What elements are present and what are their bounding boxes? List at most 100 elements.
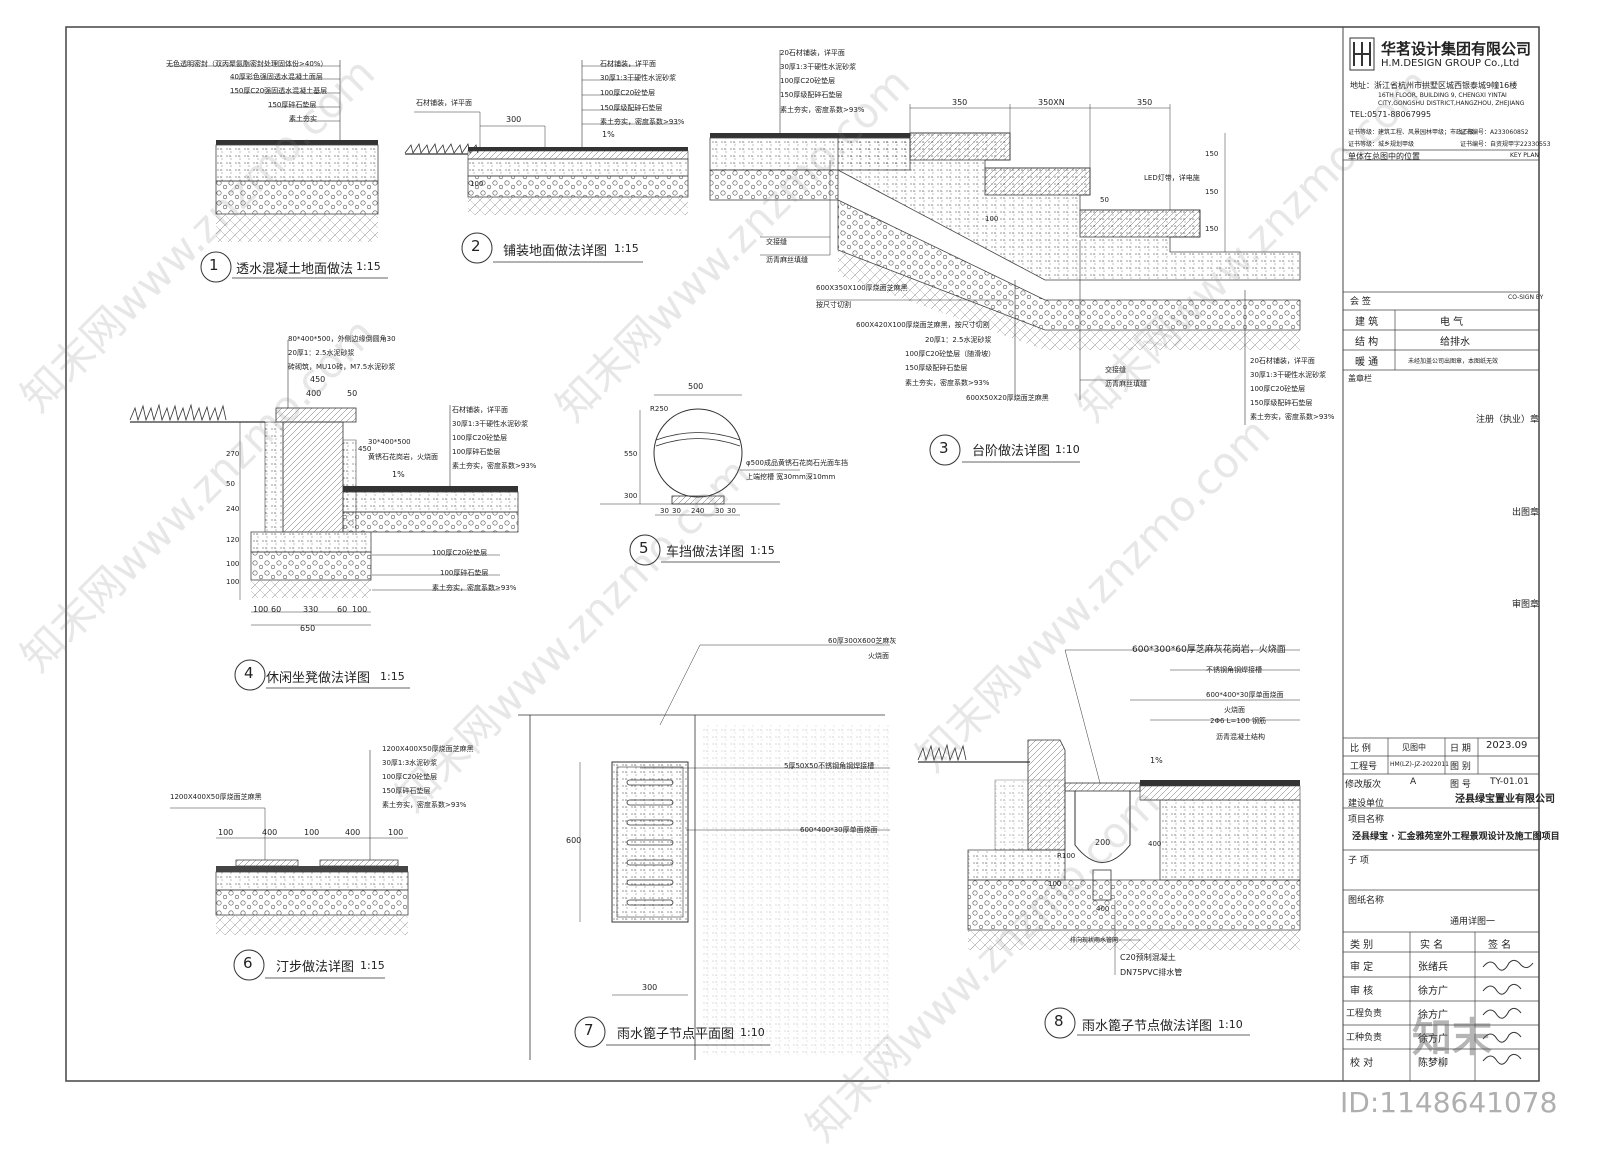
stamp-issue: 出图章 [1512,508,1540,518]
d3-dim-150b: 150 [1205,188,1219,196]
d3-dim-150c: 150 [1205,225,1219,233]
d3-mid-layer-5: 100厚C20砼垫层（随滑坡） [905,350,996,358]
d4-right-layer-1: 石材铺装，详平面 [452,406,508,414]
sign-head-sign: 签 名 [1488,940,1512,951]
d8-slope: 1% [1150,756,1163,765]
d5-dim-240: 240 [691,507,705,515]
d3-dim-350a: 350 [952,98,968,107]
detail-6-drawing [170,750,409,981]
discipline-elec: 电 气 [1440,317,1464,328]
d5-dim-500: 500 [688,382,704,391]
d6-layer-1: 1200X400X50厚烧面芝麻黑 [382,745,474,753]
detail-8-drawing [917,649,1301,1039]
d6-dim-100c: 100 [388,828,404,837]
d1-layer-5: 素土夯实 [289,115,317,123]
d4-inner-1: 30*400*500 [368,438,411,446]
d5-dim-30b: 30 [672,507,681,515]
sign-role-3: 工程负责 [1346,1009,1383,1019]
d8-dim-200: 200 [1095,838,1111,847]
d6-left-label: 1200X400X50厚烧面芝麻黑 [170,793,262,801]
key-plan-label: 单体在总图中的位置 [1348,152,1420,161]
d5-number: 5 [639,539,649,557]
d3-filler-2: 沥青麻丝填缝 [1105,380,1147,388]
sign-head-name: 实 名 [1420,940,1444,951]
d8-dim-400b: 400 [1096,905,1110,913]
tel: TEL:0571-88067995 [1350,110,1432,119]
brand-logo: 知末 [1412,1015,1492,1061]
d4-dim-50: 50 [347,389,358,398]
d4-right-layer-4: 100厚碎石垫层 [452,448,501,456]
d8-title: 雨水篦子节点做法详图 [1082,1019,1213,1034]
d4-dim-270: 270 [226,450,240,458]
discipline-arch: 建 筑 [1355,317,1379,328]
drawing-name-value: 通用详图一 [1450,917,1496,927]
d4-dim-60a: 60 [271,605,282,614]
address-cn: 地址：浙江省杭州市拱墅区城西银泰城9幢16楼 [1350,81,1518,90]
company-name-en: H.M.DESIGN GROUP Co.,Ltd [1381,58,1520,69]
cert-2: 证书等级：城乡规划甲级 [1348,141,1415,148]
d4-right-layer-2: 30厚1:3干硬性水泥砂浆 [452,420,529,428]
d8-note-7: 排向现状雨水管网 [1070,937,1119,944]
d3-mid-layer-1: 600X350X100厚烧面芝麻黑 [816,284,908,292]
d4-dim-100d: 100 [352,605,368,614]
d3-number: 3 [939,439,949,457]
sign-role-4: 工种负责 [1346,1033,1383,1043]
d3-top-layer-3: 100厚C20砼垫层 [780,77,836,85]
d4-bottom-layer-2: 100厚碎石垫层 [440,569,489,577]
subitem-label: 子 项 [1348,856,1369,866]
d8-number: 8 [1054,1012,1064,1030]
d2-side-label: 石材铺装，详平面 [416,99,472,107]
d5-note-1: φ500成品黄锈石花岗石光面车挡 [746,459,848,467]
d6-layer-5: 素土夯实，密度系数>93% [382,801,467,809]
d4-dim-240: 240 [226,505,240,513]
d2-layer-1: 石材铺装，详平面 [600,60,656,68]
key-plan-en: KEY PLAN [1510,152,1539,159]
d8-scale: 1:10 [1218,1018,1243,1031]
d4-bottom-layer-3: 素土夯实，密度系数>93% [432,584,517,592]
d8-dim-100: 100 [1048,880,1062,888]
d3-dim-350xn: 350XN [1038,98,1065,107]
detail-2-drawing [404,60,689,264]
d4-layer-1: 80*400*500，外侧边缘倒圆角30 [288,335,396,343]
cosign-en: CO-SIGN BY [1508,294,1544,301]
d3-mid-layer-2: 按尺寸切割 [816,301,851,309]
signature-marks [1482,959,1534,1065]
d4-title: 休闲坐凳做法详图 [266,671,371,686]
d3-top-layer-5: 素土夯实，密度系数>93% [780,106,865,114]
sign-name-3: 徐方广 [1418,1010,1448,1021]
d5-note-2: 上端挖槽 宽30mm深10mm [746,473,836,481]
d5-scale: 1:15 [750,544,775,557]
detail-1-drawing [168,60,388,283]
d4-dim-50b: 50 [226,480,235,488]
project-label: 项目名称 [1348,815,1385,825]
d3-title: 台阶做法详图 [972,444,1051,459]
d4-dim-330: 330 [303,605,319,614]
d6-dim-400b: 400 [345,828,361,837]
d3-mid-layer-3: 600X420X100厚烧面芝麻黑，按尺寸切割 [856,321,990,329]
d4-dim-100c: 100 [253,605,269,614]
d2-dim-300: 300 [506,115,522,124]
d4-dim-400: 400 [306,389,322,398]
detail-7-drawing [518,644,890,1060]
drawing-type-label: 图 别 [1450,762,1471,772]
address-en-1: 16TH FLOOR, BUILDING 9, CHENGXI YINTAI [1378,92,1507,99]
d4-dim-450v: 450 [358,445,372,453]
d7-dim-300: 300 [642,983,658,992]
d2-layer-4: 150厚级配碎石垫层 [600,104,663,112]
d2-number: 2 [471,237,481,255]
titleblock-grid [1343,149,1539,1081]
stamp-registered: 注册（执业）章 [1476,415,1540,425]
d6-dim-400a: 400 [262,828,278,837]
stamp-review: 审图章 [1512,600,1540,610]
d8-note-4: 火烧面 [1224,706,1245,714]
d8-dim-400a: 400 [1148,840,1162,848]
d3-dim-50: 50 [1100,196,1109,204]
d3-dim-150a: 150 [1205,150,1219,158]
d6-layer-2: 30厚1:3水泥砂浆 [382,759,438,767]
d2-dim-100: 100 [470,180,484,188]
d3-bottom-layer-3: 100厚C20砼垫层 [1250,385,1306,393]
d3-led-label: LED灯带，详电施 [1144,174,1200,182]
d8-dim-r100: R100 [1057,852,1076,860]
d6-dim-100a: 100 [218,828,234,837]
